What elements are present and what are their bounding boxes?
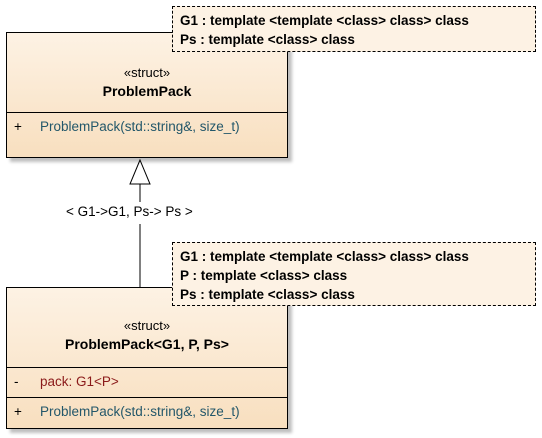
operation-row[interactable]: + ProblemPack(std::string&, size_t) [7, 119, 287, 149]
template-param: P : template <class> class [180, 268, 348, 283]
attribute-text: pack: G1<P> [40, 374, 119, 389]
template-parameters-problempack: G1 : template <template <class> class> c… [172, 6, 536, 52]
attribute-row[interactable]: - pack: G1<P> [7, 368, 287, 398]
class-stereotype: «struct» [123, 318, 171, 333]
template-param: Ps : template <class> class [180, 287, 355, 302]
operation-signature: ProblemPack(std::string&, size_t) [40, 404, 240, 419]
generalization-arrowhead [129, 158, 151, 185]
visibility-marker: - [14, 374, 19, 389]
template-param: G1 : template <template <class> class> c… [180, 249, 469, 264]
class-name: ProblemPack [102, 83, 192, 99]
visibility-marker: + [14, 119, 22, 134]
class-stereotype: «struct» [123, 65, 171, 80]
operation-signature: ProblemPack(std::string&, size_t) [40, 119, 240, 134]
class-name: ProblemPack<G1, P, Ps> [65, 336, 229, 352]
visibility-marker: + [14, 404, 22, 419]
template-param: Ps : template <class> class [180, 32, 355, 47]
template-param: G1 : template <template <class> class> c… [180, 13, 469, 28]
template-parameters-problempack-bound: G1 : template <template <class> class> c… [172, 242, 536, 306]
class-problempack[interactable]: «struct» ProblemPack + ProblemPack(std::… [6, 32, 288, 158]
class-problempack-bound[interactable]: «struct» ProblemPack<G1, P, Ps> - pack: … [6, 287, 288, 429]
binding-label: < G1->G1, Ps-> Ps > [66, 204, 193, 219]
operation-row[interactable]: + ProblemPack(std::string&, size_t) [7, 398, 287, 428]
